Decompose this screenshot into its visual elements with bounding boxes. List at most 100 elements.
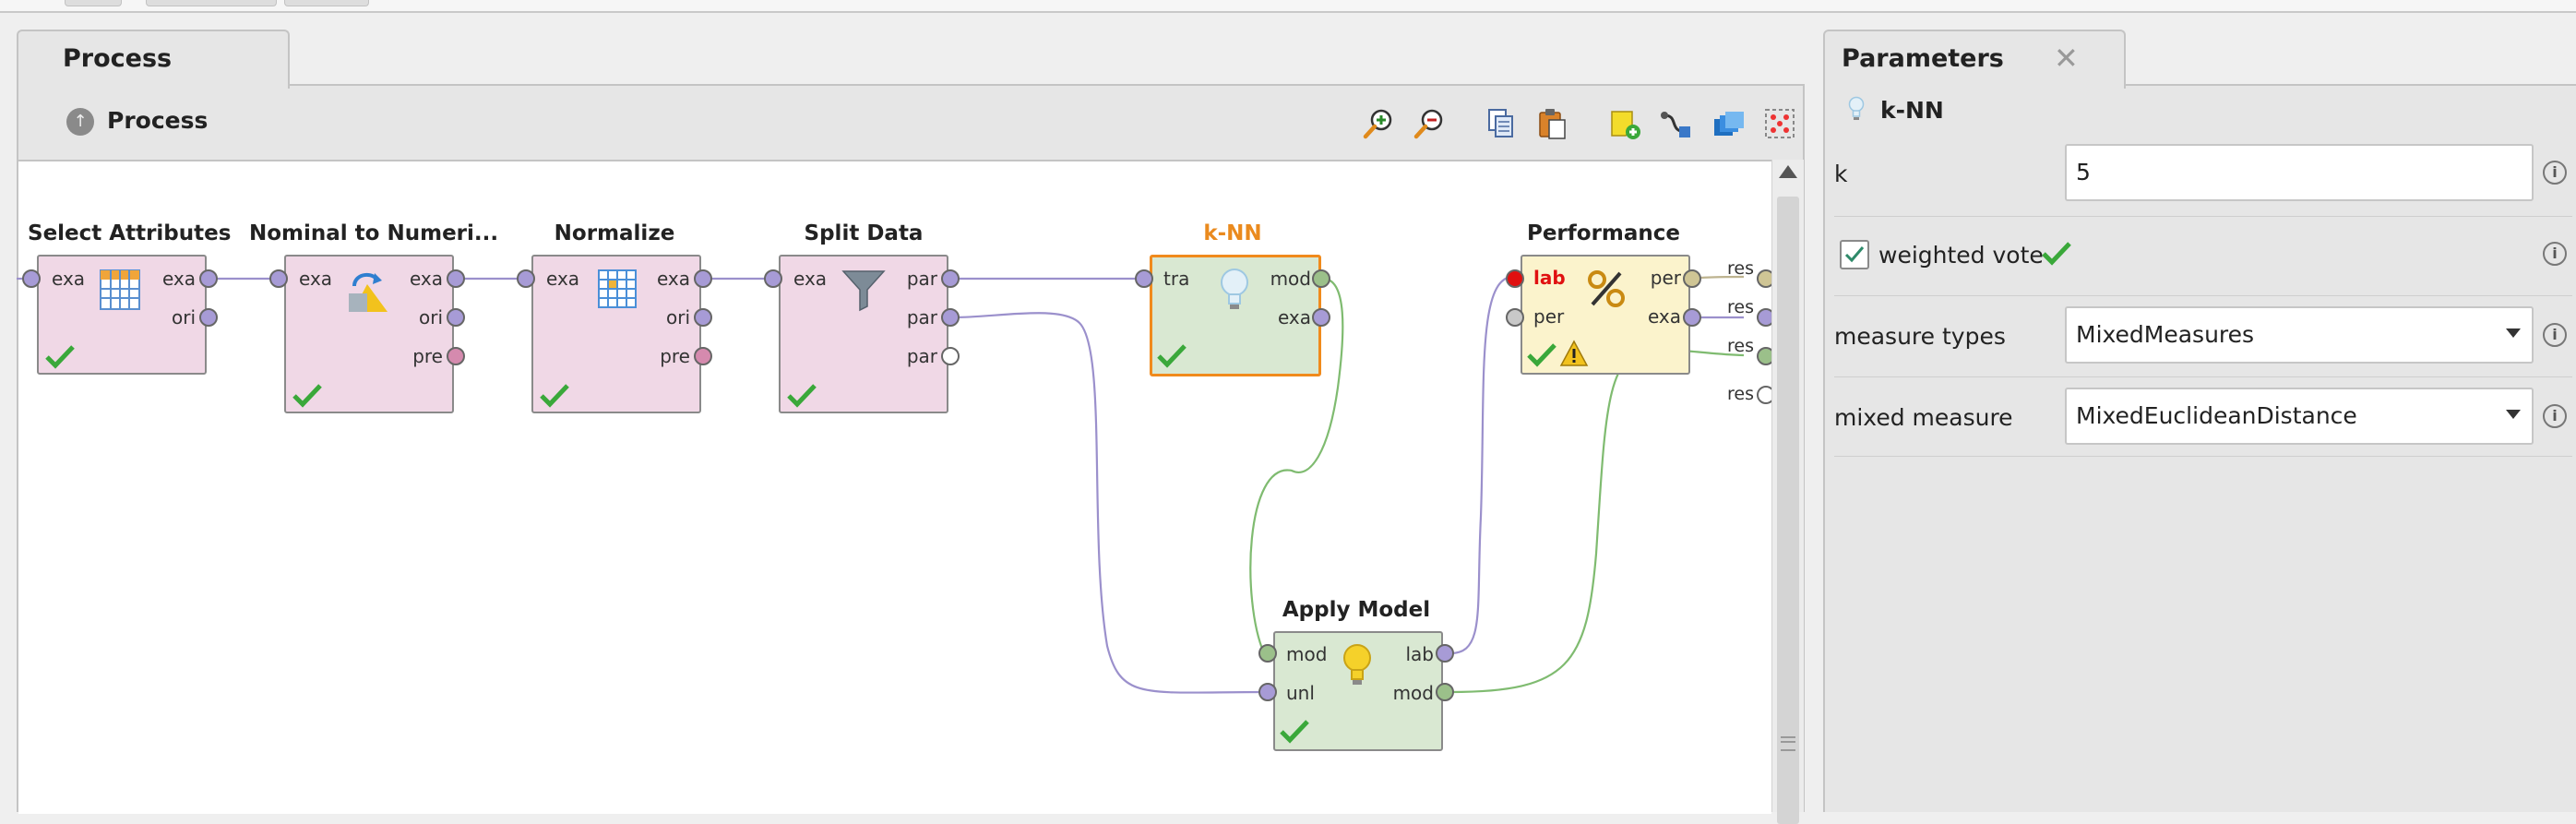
check-icon [2042, 242, 2071, 266]
auto-wire-icon[interactable] [1659, 106, 1694, 141]
param-label-measure-types: measure types [1834, 323, 2006, 350]
port-label: exa [793, 268, 828, 290]
top-tab-stub[interactable] [284, 0, 369, 6]
parameters-operator-name: k-NN [1880, 97, 1944, 124]
mixed-measure-value: MixedEuclideanDistance [2076, 402, 2357, 429]
port-label: exa [409, 268, 443, 290]
port-label: exa [1647, 305, 1681, 328]
top-strip [0, 0, 2576, 13]
operator-ports [22, 269, 1771, 701]
operator-performance[interactable]: lab per per exa [1521, 255, 1690, 375]
param-row-k: k 5 i [1834, 135, 2572, 217]
arrange-icon[interactable] [1762, 106, 1797, 141]
port [941, 347, 960, 365]
tab-parameters[interactable]: Parameters [1823, 30, 2126, 89]
port [941, 269, 960, 288]
up-arrow-icon[interactable]: ↑ [66, 108, 94, 136]
tab-process[interactable]: Process [17, 30, 290, 89]
measure-types-select[interactable]: MixedMeasures [2065, 306, 2534, 364]
lightbulb-icon [1221, 269, 1248, 309]
parameters-panel [1823, 84, 2576, 812]
paste-icon[interactable] [1535, 106, 1570, 141]
close-icon[interactable]: ✕ [2054, 41, 2079, 76]
port [1436, 683, 1454, 701]
operator-title[interactable]: Normalize [554, 221, 675, 245]
port [447, 269, 465, 288]
check-icon [1280, 720, 1309, 744]
process-breadcrumb[interactable]: Process [107, 107, 209, 134]
port [517, 269, 535, 288]
zoom-in-icon[interactable] [1361, 106, 1396, 141]
lightbulb-icon [1848, 96, 1865, 120]
add-note-icon[interactable] [1607, 106, 1642, 141]
operator-title[interactable]: Performance [1526, 221, 1681, 245]
port [199, 308, 218, 327]
mixed-measure-select[interactable]: MixedEuclideanDistance [2065, 388, 2534, 445]
port [1258, 644, 1277, 663]
top-tab-stub[interactable] [146, 0, 277, 6]
chevron-down-icon [2506, 410, 2521, 419]
info-icon[interactable]: i [2543, 242, 2567, 266]
wire [953, 312, 1265, 694]
info-icon[interactable]: i [2543, 404, 2567, 428]
port-label: per [1650, 267, 1681, 289]
operator-title[interactable]: Split Data [804, 221, 924, 245]
k-input-value: 5 [2076, 159, 2091, 185]
port [1683, 308, 1701, 327]
result-port [1757, 386, 1771, 404]
scrollbar-thumb[interactable] [1777, 197, 1799, 824]
param-row-mixed-measure: mixed measure MixedEuclideanDistance i [1834, 376, 2572, 457]
operator-title[interactable]: k-NN [1203, 221, 1262, 245]
info-icon[interactable]: i [2543, 323, 2567, 347]
check-icon [45, 345, 75, 369]
result-port [1757, 308, 1771, 327]
tab-parameters-label: Parameters [1842, 44, 2004, 73]
port [1683, 269, 1701, 288]
checkmark-icon [1844, 246, 1865, 263]
port [22, 269, 41, 288]
port [1312, 269, 1330, 288]
operator-title[interactable]: Nominal to Numeri... [249, 221, 499, 245]
copy-icon[interactable] [1484, 106, 1519, 141]
port-label: exa [299, 268, 333, 290]
port-label: par [906, 345, 937, 367]
result-port-label: res [1727, 336, 1754, 356]
operator-select-attributes[interactable]: exa exa ori [37, 255, 207, 375]
result-port [1757, 269, 1771, 288]
funnel-icon [841, 270, 886, 312]
result-port-label: res [1727, 384, 1754, 404]
k-input[interactable]: 5 [2065, 144, 2534, 201]
operator-split-data[interactable]: exa par par par [779, 255, 948, 413]
top-tab-stub[interactable] [65, 0, 122, 6]
operator-apply-model[interactable]: mod unl lab mod [1273, 631, 1443, 751]
layers-icon[interactable] [1711, 106, 1746, 141]
scroll-up-arrow-icon[interactable] [1779, 165, 1797, 178]
weighted-vote-checkbox[interactable] [1840, 240, 1869, 269]
param-label-mixed-measure: mixed measure [1834, 404, 2013, 431]
wire [1249, 277, 1344, 654]
zoom-out-icon[interactable] [1412, 106, 1447, 141]
process-panel: ↑ Process [17, 84, 1805, 824]
port-label: ori [665, 306, 690, 328]
port-label: per [1533, 305, 1565, 328]
operator-knn[interactable]: tra mod exa [1150, 255, 1321, 376]
port-label: exa [546, 268, 580, 290]
warning-icon [1559, 340, 1589, 366]
tab-process-label: Process [63, 44, 173, 73]
param-row-weighted-vote: weighted vote i [1834, 216, 2572, 296]
info-icon[interactable]: i [2543, 161, 2567, 185]
percent-icon [1588, 270, 1625, 307]
canvas-vertical-scrollbar[interactable] [1771, 160, 1804, 824]
operator-title[interactable]: Apply Model [1282, 598, 1431, 622]
operator-nominal-to-numerical[interactable]: exa exa ori pre [284, 255, 454, 413]
operator-title[interactable]: Select Attributes [28, 221, 232, 245]
table-icon [100, 269, 140, 310]
port-label: pre [660, 345, 690, 367]
port-error [1506, 269, 1524, 288]
port [1436, 644, 1454, 663]
port-label: mod [1286, 643, 1328, 665]
check-icon [787, 384, 817, 408]
port [447, 347, 465, 365]
operator-normalize[interactable]: exa exa ori pre [531, 255, 701, 413]
port-label: exa [52, 268, 86, 290]
